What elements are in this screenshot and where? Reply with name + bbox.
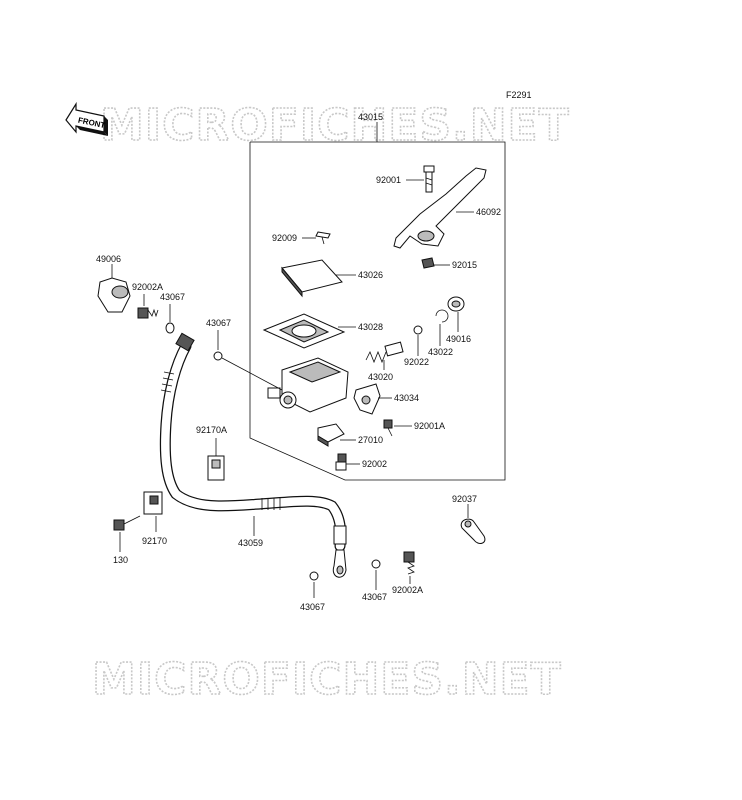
- watermark-top: MICROFICHES.NET: [100, 100, 570, 151]
- bolt-130-icon: [113, 515, 141, 531]
- label-43067-low-right: 43067: [362, 592, 387, 602]
- diaphragm-icon: [262, 313, 346, 349]
- banjo-bolt-low-icon: [403, 551, 415, 575]
- front-arrow-icon: FRONT: [65, 101, 108, 136]
- label-130: 130: [113, 555, 128, 565]
- label-92170a: 92170A: [196, 425, 227, 435]
- label-49016: 49016: [446, 334, 471, 344]
- label-43034: 43034: [394, 393, 419, 403]
- label-43067-low-left: 43067: [300, 602, 325, 612]
- label-43028: 43028: [358, 322, 383, 332]
- label-92009: 92009: [272, 233, 297, 243]
- label-46092: 46092: [476, 207, 501, 217]
- label-92037: 92037: [452, 494, 477, 504]
- label-92015: 92015: [452, 260, 477, 270]
- boot-49016-icon: [447, 296, 465, 312]
- label-92022: 92022: [404, 357, 429, 367]
- washer-43067-mid-icon: [213, 351, 223, 361]
- clamp-92170-icon: [143, 491, 163, 515]
- banjo-bolt-top-icon: [137, 307, 159, 319]
- label-92002-bottom: 92002: [362, 459, 387, 469]
- bolt-92001-icon: [423, 165, 435, 193]
- label-92002a-top: 92002A: [132, 282, 163, 292]
- reservoir-cap-icon: [281, 259, 343, 293]
- label-43067-mid: 43067: [206, 318, 231, 328]
- brake-lever-icon: [393, 167, 487, 249]
- washer-92022-icon: [413, 325, 423, 335]
- label-43067-top: 43067: [160, 292, 185, 302]
- clamp-92170a-icon: [207, 455, 225, 481]
- label-43015: 43015: [358, 112, 383, 122]
- clamp-92037-icon: [460, 518, 486, 544]
- label-92002a-low: 92002A: [392, 585, 423, 595]
- circlip-icon: [435, 309, 449, 323]
- label-27010: 27010: [358, 435, 383, 445]
- washer-43067-top-icon: [165, 322, 175, 334]
- label-43020: 43020: [368, 372, 393, 382]
- piston-spring-icon: [365, 341, 404, 364]
- brake-switch-icon: [317, 423, 345, 447]
- label-92170: 92170: [142, 536, 167, 546]
- screw-92002-icon: [335, 453, 347, 471]
- label-43026: 43026: [358, 270, 383, 280]
- assembly-box: [249, 141, 506, 481]
- label-43022: 43022: [428, 347, 453, 357]
- label-92001: 92001: [376, 175, 401, 185]
- washer-43067-low-left-icon: [309, 571, 319, 581]
- brake-hose-icon: [159, 332, 347, 578]
- nut-92015-icon: [421, 257, 435, 269]
- label-43059: 43059: [238, 538, 263, 548]
- washer-43067-low-right-icon: [371, 559, 381, 569]
- label-92001a: 92001A: [414, 421, 445, 431]
- figure-code: F2291: [506, 90, 532, 100]
- cap-49006-icon: [97, 277, 131, 313]
- screw-92009-icon: [315, 231, 331, 245]
- master-cylinder-icon: [267, 357, 349, 413]
- watermark-bottom: MICROFICHES.NET: [92, 654, 562, 705]
- label-49006: 49006: [96, 254, 121, 264]
- bolt-92001a-icon: [383, 419, 393, 437]
